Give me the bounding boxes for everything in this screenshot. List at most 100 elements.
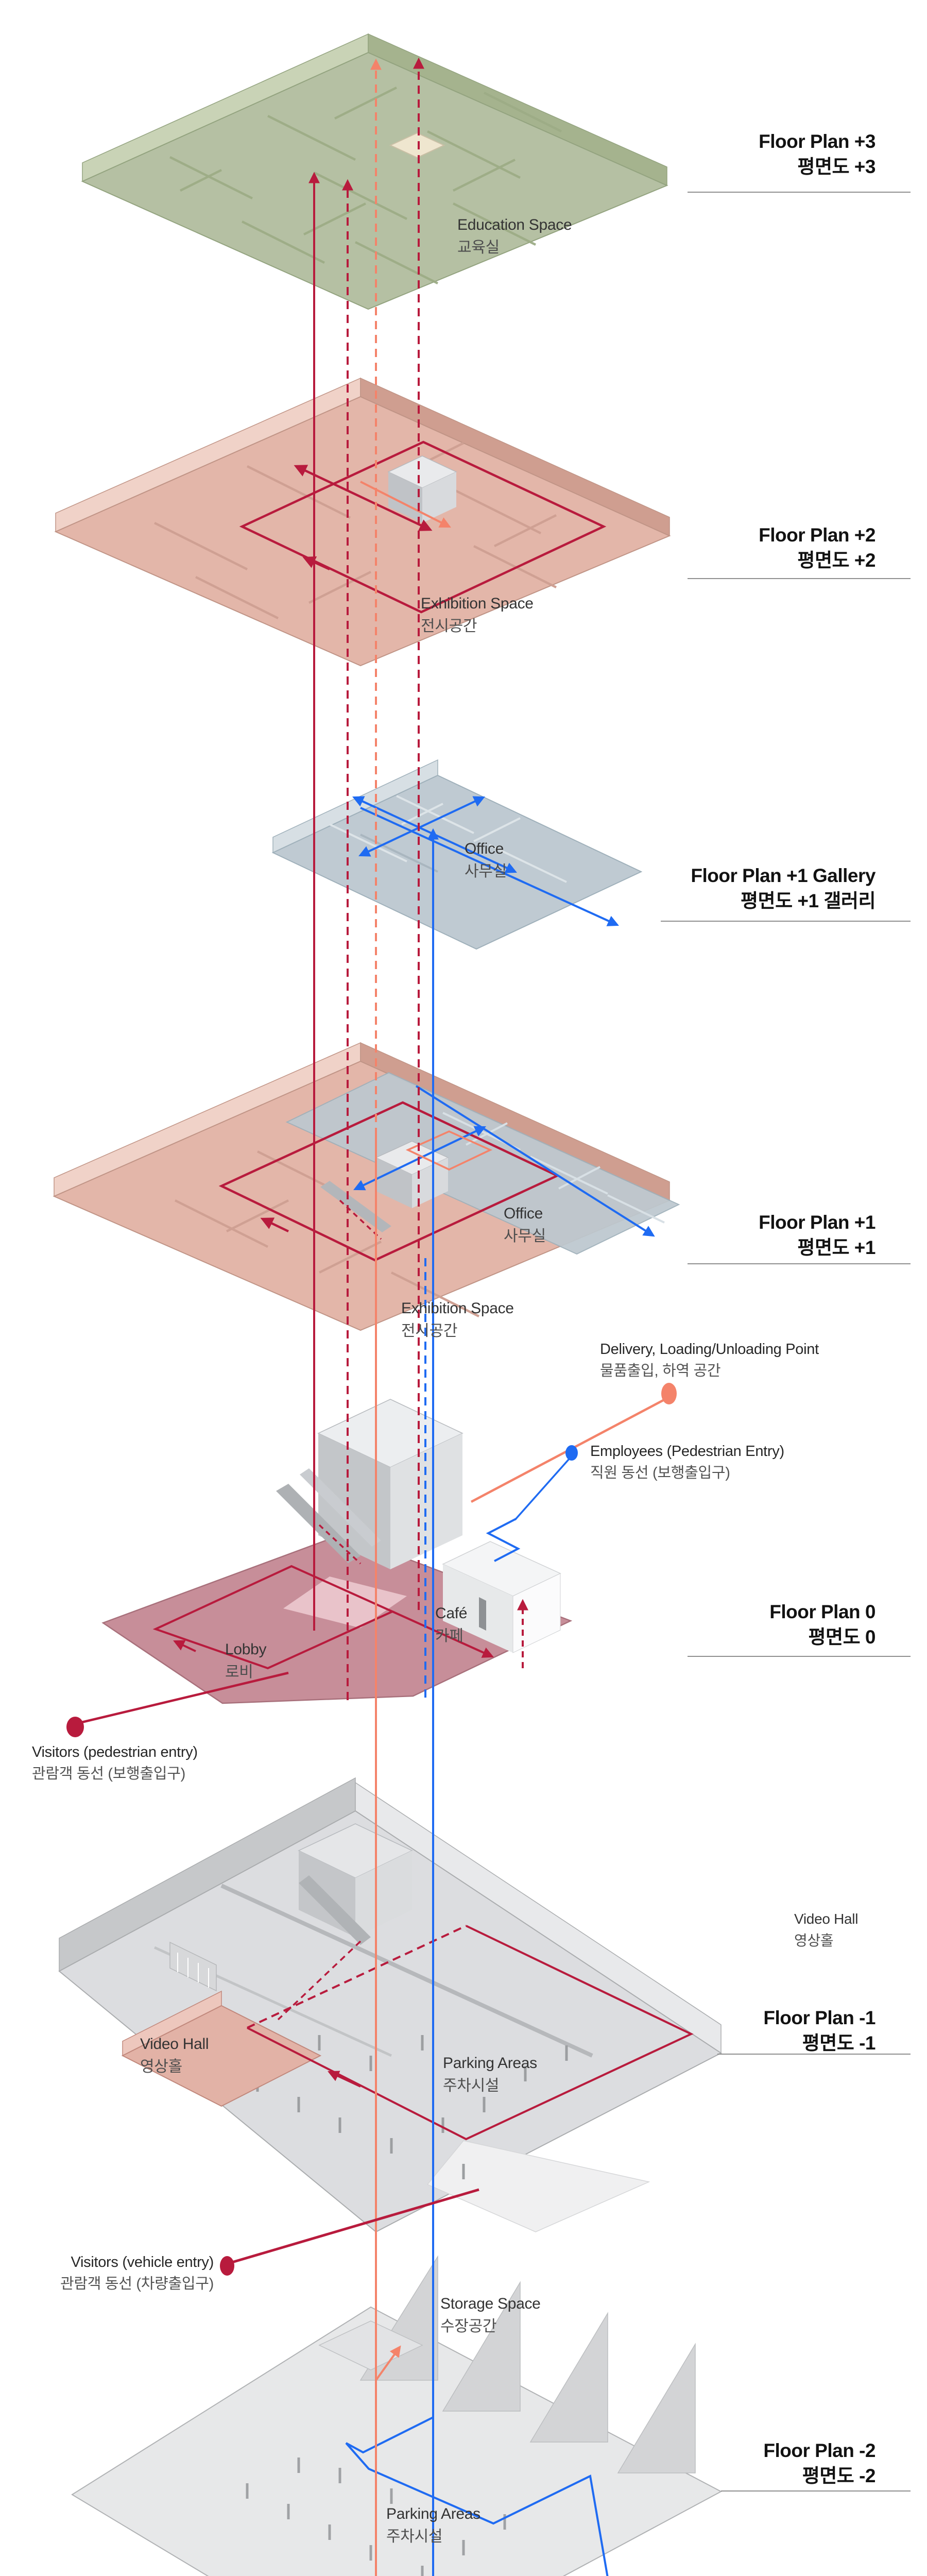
floor-minus1-columns: [256, 2035, 568, 2179]
room-storage-ko: 수장공간: [440, 2318, 497, 2335]
floor-label-rules: [661, 192, 911, 2492]
annotation-employees-ped-ko: 직원 동선 (보행출입구): [590, 1465, 730, 1481]
floor-minus1-stairs: [169, 1941, 217, 1992]
annotation-delivery-ko: 물품출입, 하역 공간: [600, 1363, 721, 1379]
visitors-loop-plus2: [239, 440, 607, 614]
room-label-video-hall: Video Hall 영상홀: [140, 2033, 209, 2078]
floor-label-zero-ko: 평면도 0: [808, 1626, 876, 1648]
room-label-exhibition-p2: Exhibition Space 전시공간: [421, 592, 534, 638]
room-cafe-en: Café: [435, 1605, 468, 1622]
floor-label-minus1-ko: 평면도 -1: [802, 2032, 876, 2054]
room-label-parking-m1: Parking Areas 주차시설: [443, 2052, 537, 2097]
room-education-en: Education Space: [457, 216, 572, 233]
visitors-loop-lobby: [152, 1524, 494, 1670]
floor-label-plus2: Floor Plan +2 평면도 +2: [759, 522, 876, 573]
room-label-education: Education Space 교육실: [457, 214, 572, 259]
employees-vertical-lines: [424, 828, 439, 2576]
floor-minus1-stair-core: [298, 1823, 413, 1945]
room-office-gallery-ko: 사무실: [465, 863, 507, 880]
room-parking-m1-ko: 주차시설: [443, 2077, 500, 2094]
room-video-hall-ko: 영상홀: [140, 2058, 182, 2075]
room-exhibition-p2-en: Exhibition Space: [421, 595, 534, 612]
floor-minus1: [58, 1777, 722, 2233]
floor-label-plus2-ko: 평면도 +2: [797, 550, 876, 571]
floor-label-zero: Floor Plan 0 평면도 0: [769, 1599, 876, 1650]
floor-label-plus3-en: Floor Plan +3: [759, 131, 876, 152]
annotation-delivery-en: Delivery, Loading/Unloading Point: [600, 1341, 819, 1358]
floor-label-minus2-en: Floor Plan -2: [763, 2440, 876, 2461]
video-hall-plate: [121, 2005, 322, 2107]
annotation-visitors-ped-ko: 관람객 동선 (보행출입구): [32, 1766, 186, 1782]
floor-label-plus2-en: Floor Plan +2: [759, 524, 876, 546]
room-label-parking-m2: Parking Areas 주차시설: [386, 2503, 480, 2548]
floor-plus3-walls: [169, 86, 562, 285]
visitors-vertical-lines: [308, 57, 528, 1700]
floor-label-minus1-en: Floor Plan -1: [763, 2007, 876, 2028]
employees-ped-leader: [514, 1454, 574, 1521]
room-label-office-gallery: Office 사무실: [465, 838, 507, 883]
floor-plus1-gallery: [271, 759, 643, 950]
room-cafe-ko: 카페: [435, 1628, 464, 1645]
floor-label-minus2-ko: 평면도 -2: [802, 2465, 876, 2486]
visitors-veh-dot: [220, 2256, 234, 2276]
floor-minus2-stairs: [318, 2320, 423, 2370]
room-exhibition-p1-ko: 전시공간: [401, 1323, 458, 1340]
annotation-visitors-ped-en: Visitors (pedestrian entry): [32, 1744, 198, 1760]
room-label-video-hall-note: Video Hall 영상홀: [794, 1908, 858, 1952]
room-exhibition-p1-en: Exhibition Space: [401, 1300, 514, 1317]
employees-entry-zigzag: [486, 1518, 521, 1562]
employees-path-minus2: [345, 2416, 609, 2576]
annotation-visitors-ped: Visitors (pedestrian entry) 관람객 동선 (보행출입…: [32, 1741, 198, 1785]
room-exhibition-p2-ko: 전시공간: [421, 618, 477, 635]
floor-label-minus1: Floor Plan -1 평면도 -1: [763, 2005, 876, 2056]
room-parking-m1-en: Parking Areas: [443, 2055, 537, 2072]
visitors-ped-leader: [77, 1671, 289, 1725]
floor-plus2: [54, 377, 671, 667]
floor-zero: [101, 1399, 573, 1704]
floor-label-plus1-gallery-ko: 평면도 +1 갤러리: [741, 890, 876, 911]
floor-label-plus1-gallery: Floor Plan +1 Gallery 평면도 +1 갤러리: [691, 863, 876, 913]
delivery-point-dot: [661, 1383, 677, 1404]
annotation-employees-ped-en: Employees (Pedestrian Entry): [590, 1443, 784, 1460]
floor-minus2: [71, 2255, 723, 2576]
floor-plus3-skylight: [389, 132, 445, 159]
annotation-delivery: Delivery, Loading/Unloading Point 물품출입, …: [600, 1338, 819, 1382]
room-office-p1-ko: 사무실: [504, 1228, 546, 1245]
room-lobby-ko: 로비: [225, 1664, 253, 1681]
room-video-hall-note-en: Video Hall: [794, 1911, 859, 1927]
annotation-visitors-veh-en: Visitors (vehicle entry): [71, 2254, 214, 2270]
room-label-lobby: Lobby 로비: [225, 1638, 267, 1684]
room-parking-m2-en: Parking Areas: [386, 2505, 480, 2522]
room-label-exhibition-p1: Exhibition Space 전시공간: [401, 1297, 514, 1343]
room-parking-m2-ko: 주차시설: [386, 2528, 443, 2545]
room-label-storage: Storage Space 수장공간: [440, 2293, 541, 2338]
room-label-office-p1: Office 사무실: [504, 1202, 546, 1248]
floor-plus1: [53, 1042, 680, 1331]
visitors-veh-leader: [228, 2188, 479, 2265]
employees-ped-dot: [565, 1445, 578, 1461]
floor-plus3-plate: [81, 52, 668, 310]
annotation-employees-ped: Employees (Pedestrian Entry) 직원 동선 (보행출입…: [590, 1440, 784, 1484]
visitors-ped-dot: [66, 1717, 84, 1737]
floor-label-plus1-en: Floor Plan +1: [759, 1212, 876, 1233]
room-office-gallery-en: Office: [465, 840, 504, 857]
room-label-cafe: Café 카페: [435, 1602, 467, 1648]
annotation-visitors-veh: Visitors (vehicle entry) 관람객 동선 (차량출입구): [60, 2251, 214, 2295]
floor-plus3: [81, 33, 668, 310]
floor-minus1-ramp: [426, 2140, 650, 2232]
room-education-ko: 교육실: [457, 239, 500, 256]
floor-label-plus1: Floor Plan +1 평면도 +1: [759, 1210, 876, 1260]
floor-label-plus3: Floor Plan +3 평면도 +3: [759, 129, 876, 179]
floor-label-zero-en: Floor Plan 0: [769, 1601, 876, 1622]
annotation-visitors-veh-ko: 관람객 동선 (차량출입구): [60, 2276, 214, 2292]
gallery-plate: [271, 774, 643, 950]
floor-label-plus1-ko: 평면도 +1: [797, 1237, 876, 1258]
visitors-loop-minus1: [247, 1925, 694, 2141]
vehicle-loop-plus1: [405, 1130, 493, 1171]
storage-walls: [359, 2255, 696, 2473]
floor-label-minus2: Floor Plan -2 평면도 -2: [763, 2438, 876, 2488]
floor-label-plus3-ko: 평면도 +3: [797, 156, 876, 177]
floor-zero-escalator-tower: [276, 1399, 464, 1569]
